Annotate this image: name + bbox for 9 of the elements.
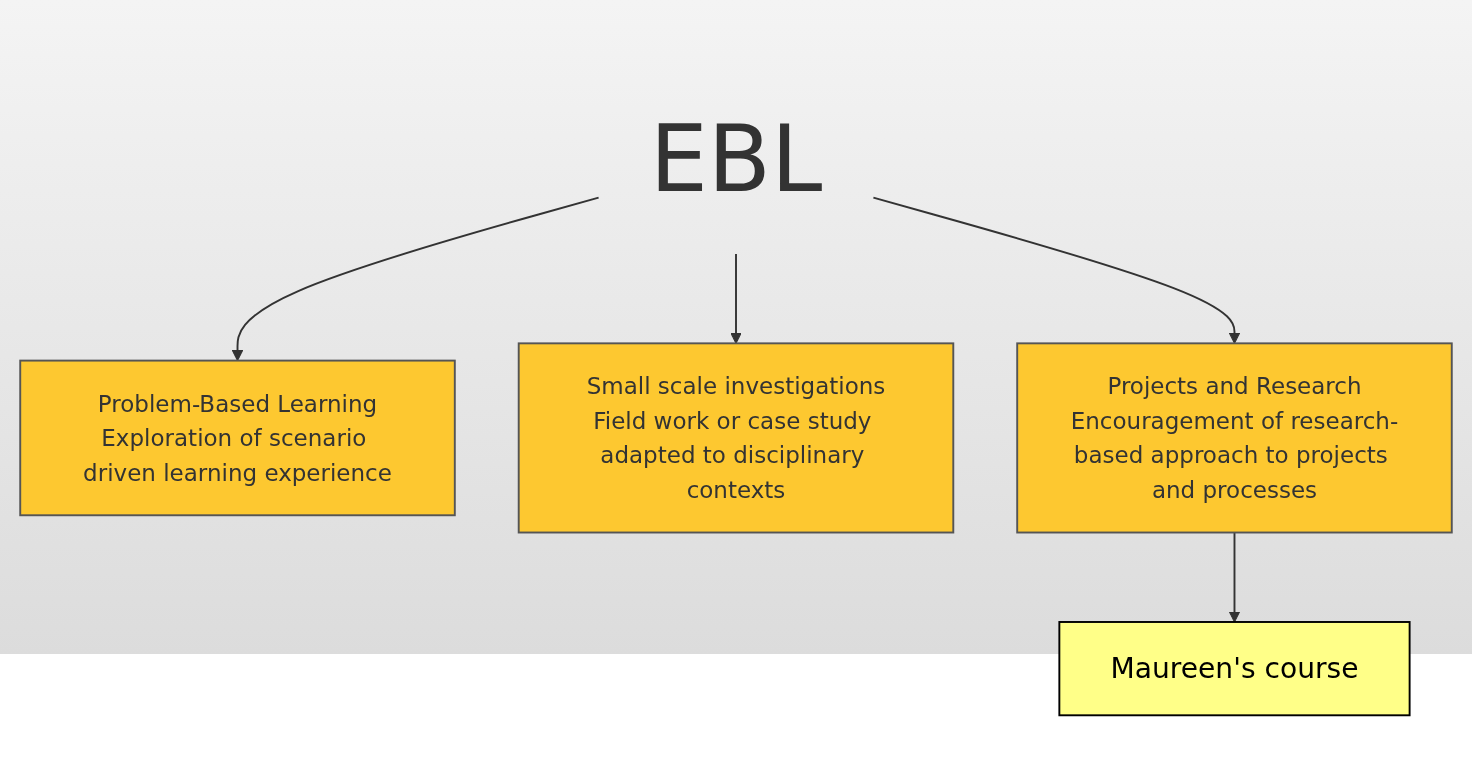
node-box: Small scale investigations Field work or case study adapted to disciplinary contexts [517,341,955,533]
node-text: EBL [649,105,823,213]
arrow [872,196,1241,344]
arrow [1228,531,1241,622]
arrow [231,196,600,361]
node-box: Maureen's course [1058,620,1411,716]
node-box: Projects and Research Encouragement of research-based approach to projects and processes [1016,341,1453,533]
arrow [730,252,742,344]
node-box: Problem-Based Learning Exploration of scenario driven learning experience [19,359,456,516]
